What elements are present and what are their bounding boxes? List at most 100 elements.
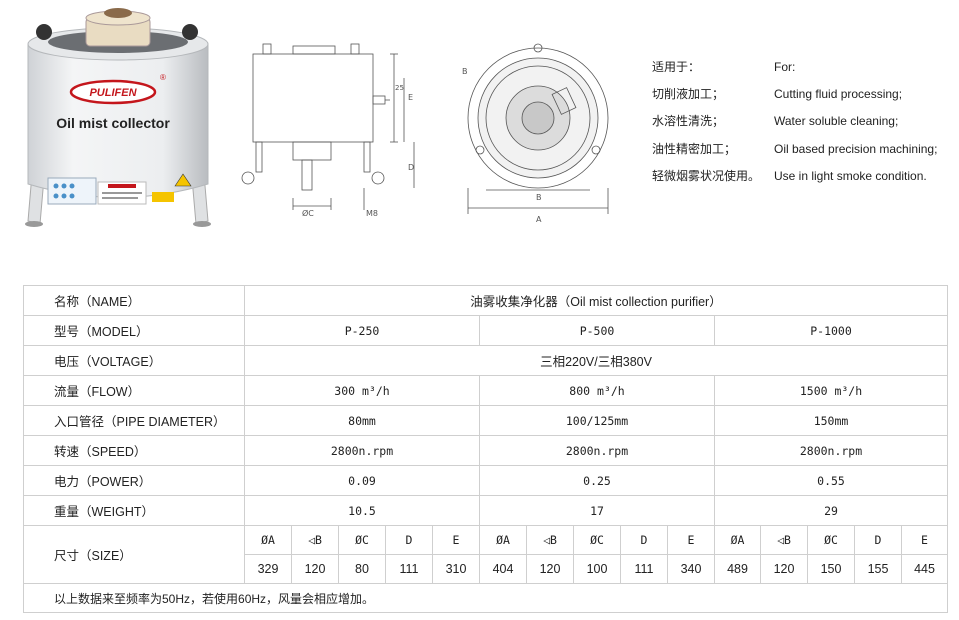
size-value: 489 [714,554,761,584]
speed-value: 2800n.rpm [479,435,715,466]
application-cn: 轻微烟雾状况使用。 [652,168,761,183]
table-row: 329 120 80 111 310 404 120 100 111 340 4… [24,554,949,584]
weight-value: 17 [479,495,715,526]
row-label: 电力（POWER） [23,465,245,496]
size-header: E [432,525,480,555]
table-row: 名称（NAME） 油雾收集净化器（Oil mist collection pur… [23,285,949,316]
application-en: Cutting fluid processing; [774,87,903,102]
size-value: 80 [338,554,386,584]
row-label: 转速（SPEED） [23,435,245,466]
brand-logo-text: PULIFEN [89,87,137,99]
application-row: 适用于： For: [652,60,952,87]
flow-value: 300 m³/h [244,375,480,406]
dim-c-label: ØC [302,208,314,218]
table-row: 电力（POWER） 0.09 0.25 0.55 [23,465,949,496]
pipe-value: 100/125mm [479,405,715,436]
dim-a-label: A [536,215,542,224]
footnote: 以上数据来至频率为50Hz，若使用60Hz，风量会相应增加。 [22,583,949,613]
size-value: 120 [291,554,339,584]
row-label: 流量（FLOW） [23,375,245,406]
size-value: 120 [526,554,574,584]
size-value: 329 [244,554,292,584]
applications-list: 适用于： For: 切削液加工； Cutting fluid processin… [652,60,952,196]
application-cn: 切削液加工； [652,87,725,102]
size-value: 150 [807,554,855,584]
table-row: 电压（VOLTAGE） 三相220V/三相380V [23,345,949,376]
application-row: 水溶性清洗； Water soluble cleaning; [652,114,952,141]
registered-mark: ® [160,73,166,82]
application-row: 轻微烟雾状况使用。 Use in light smoke condition. [652,169,952,196]
size-value: 111 [385,554,433,584]
application-cn: 油性精密加工； [652,141,737,156]
top-view-drawing: A B B [462,43,609,224]
size-header: D [385,525,433,555]
size-value: 155 [854,554,902,584]
application-cn: 适用于： [652,60,701,74]
power-value: 0.09 [244,465,480,496]
size-value: 111 [620,554,668,584]
product-label-text: Oil mist collector [56,115,170,131]
weight-value: 10.5 [244,495,480,526]
size-value: 340 [667,554,715,584]
name-value: 油雾收集净化器（Oil mist collection purifier） [243,285,949,316]
size-header: ◁B [526,525,574,555]
table-row: 流量（FLOW） 300 m³/h 800 m³/h 1500 m³/h [23,375,949,406]
flow-value: 800 m³/h [479,375,715,406]
size-header: ØC [573,525,621,555]
model-value: P-500 [479,315,715,346]
application-cn: 水溶性清洗； [652,114,725,129]
table-row: 以上数据来至频率为50Hz，若使用60Hz，风量会相应增加。 [22,583,949,613]
row-label: 尺寸（SIZE） [23,525,245,584]
size-header: ØA [479,525,527,555]
row-label: 电压（VOLTAGE） [23,345,245,376]
size-header: E [900,525,949,555]
size-header: E [667,525,715,555]
speed-value: 2800n.rpm [713,435,949,466]
size-header: ◁B [291,525,339,555]
pipe-value: 150mm [713,405,949,436]
speed-value: 2800n.rpm [244,435,480,466]
application-en: Water soluble cleaning; [774,114,899,129]
model-value: P-1000 [713,315,949,346]
flow-value: 1500 m³/h [713,375,949,406]
spec-table: 名称（NAME） 油雾收集净化器（Oil mist collection pur… [22,285,949,613]
model-value: P-250 [244,315,480,346]
size-value: 445 [900,554,949,584]
row-label: 名称（NAME） [23,285,245,316]
pipe-value: 80mm [244,405,480,436]
size-value: 120 [760,554,808,584]
size-header: ØC [807,525,855,555]
application-en: Oil based precision machining; [774,141,938,156]
row-label: 重量（WEIGHT） [23,495,245,526]
power-value: 0.55 [713,465,949,496]
application-en: Use in light smoke condition. [774,168,927,183]
dim-b-angle-label: B [462,67,468,76]
size-value: 310 [432,554,480,584]
size-header: ØC [338,525,386,555]
row-label: 入口管径（PIPE DIAMETER） [23,405,245,436]
dim-d-label: D [408,163,414,172]
size-header: D [854,525,902,555]
table-row: 型号（MODEL） P-250 P-500 P-1000 [23,315,949,346]
table-row: 尺寸（SIZE） ØA ◁B ØC D E ØA ◁B ØC D E ØA ◁B… [23,525,949,584]
dim-b-label: B [536,193,542,202]
application-en: For: [774,60,796,74]
size-header: ØA [714,525,761,555]
side-elevation-drawing: ØC M8 E 25 D [241,43,415,218]
row-label: 型号（MODEL） [23,315,245,346]
product-header: PULIFEN ® Oil mist collector [0,0,959,265]
table-row: 转速（SPEED） 2800n.rpm 2800n.rpm 2800n.rpm [23,435,949,466]
table-row: 重量（WEIGHT） 10.5 17 29 [23,495,949,526]
size-value: 404 [479,554,527,584]
application-row: 油性精密加工； Oil based precision machining; [652,142,952,169]
size-header: ØA [244,525,292,555]
oil-mist-collector-image: PULIFEN ® Oil mist collector [25,8,211,227]
size-header: ◁B [760,525,808,555]
table-row: 入口管径（PIPE DIAMETER） 80mm 100/125mm 150mm [23,405,949,436]
dim-25-label: 25 [395,84,404,92]
dim-e-label: E [408,93,413,102]
application-row: 切削液加工； Cutting fluid processing; [652,87,952,114]
power-value: 0.25 [479,465,715,496]
dim-m8-label: M8 [366,209,378,218]
voltage-value: 三相220V/三相380V [243,345,949,376]
